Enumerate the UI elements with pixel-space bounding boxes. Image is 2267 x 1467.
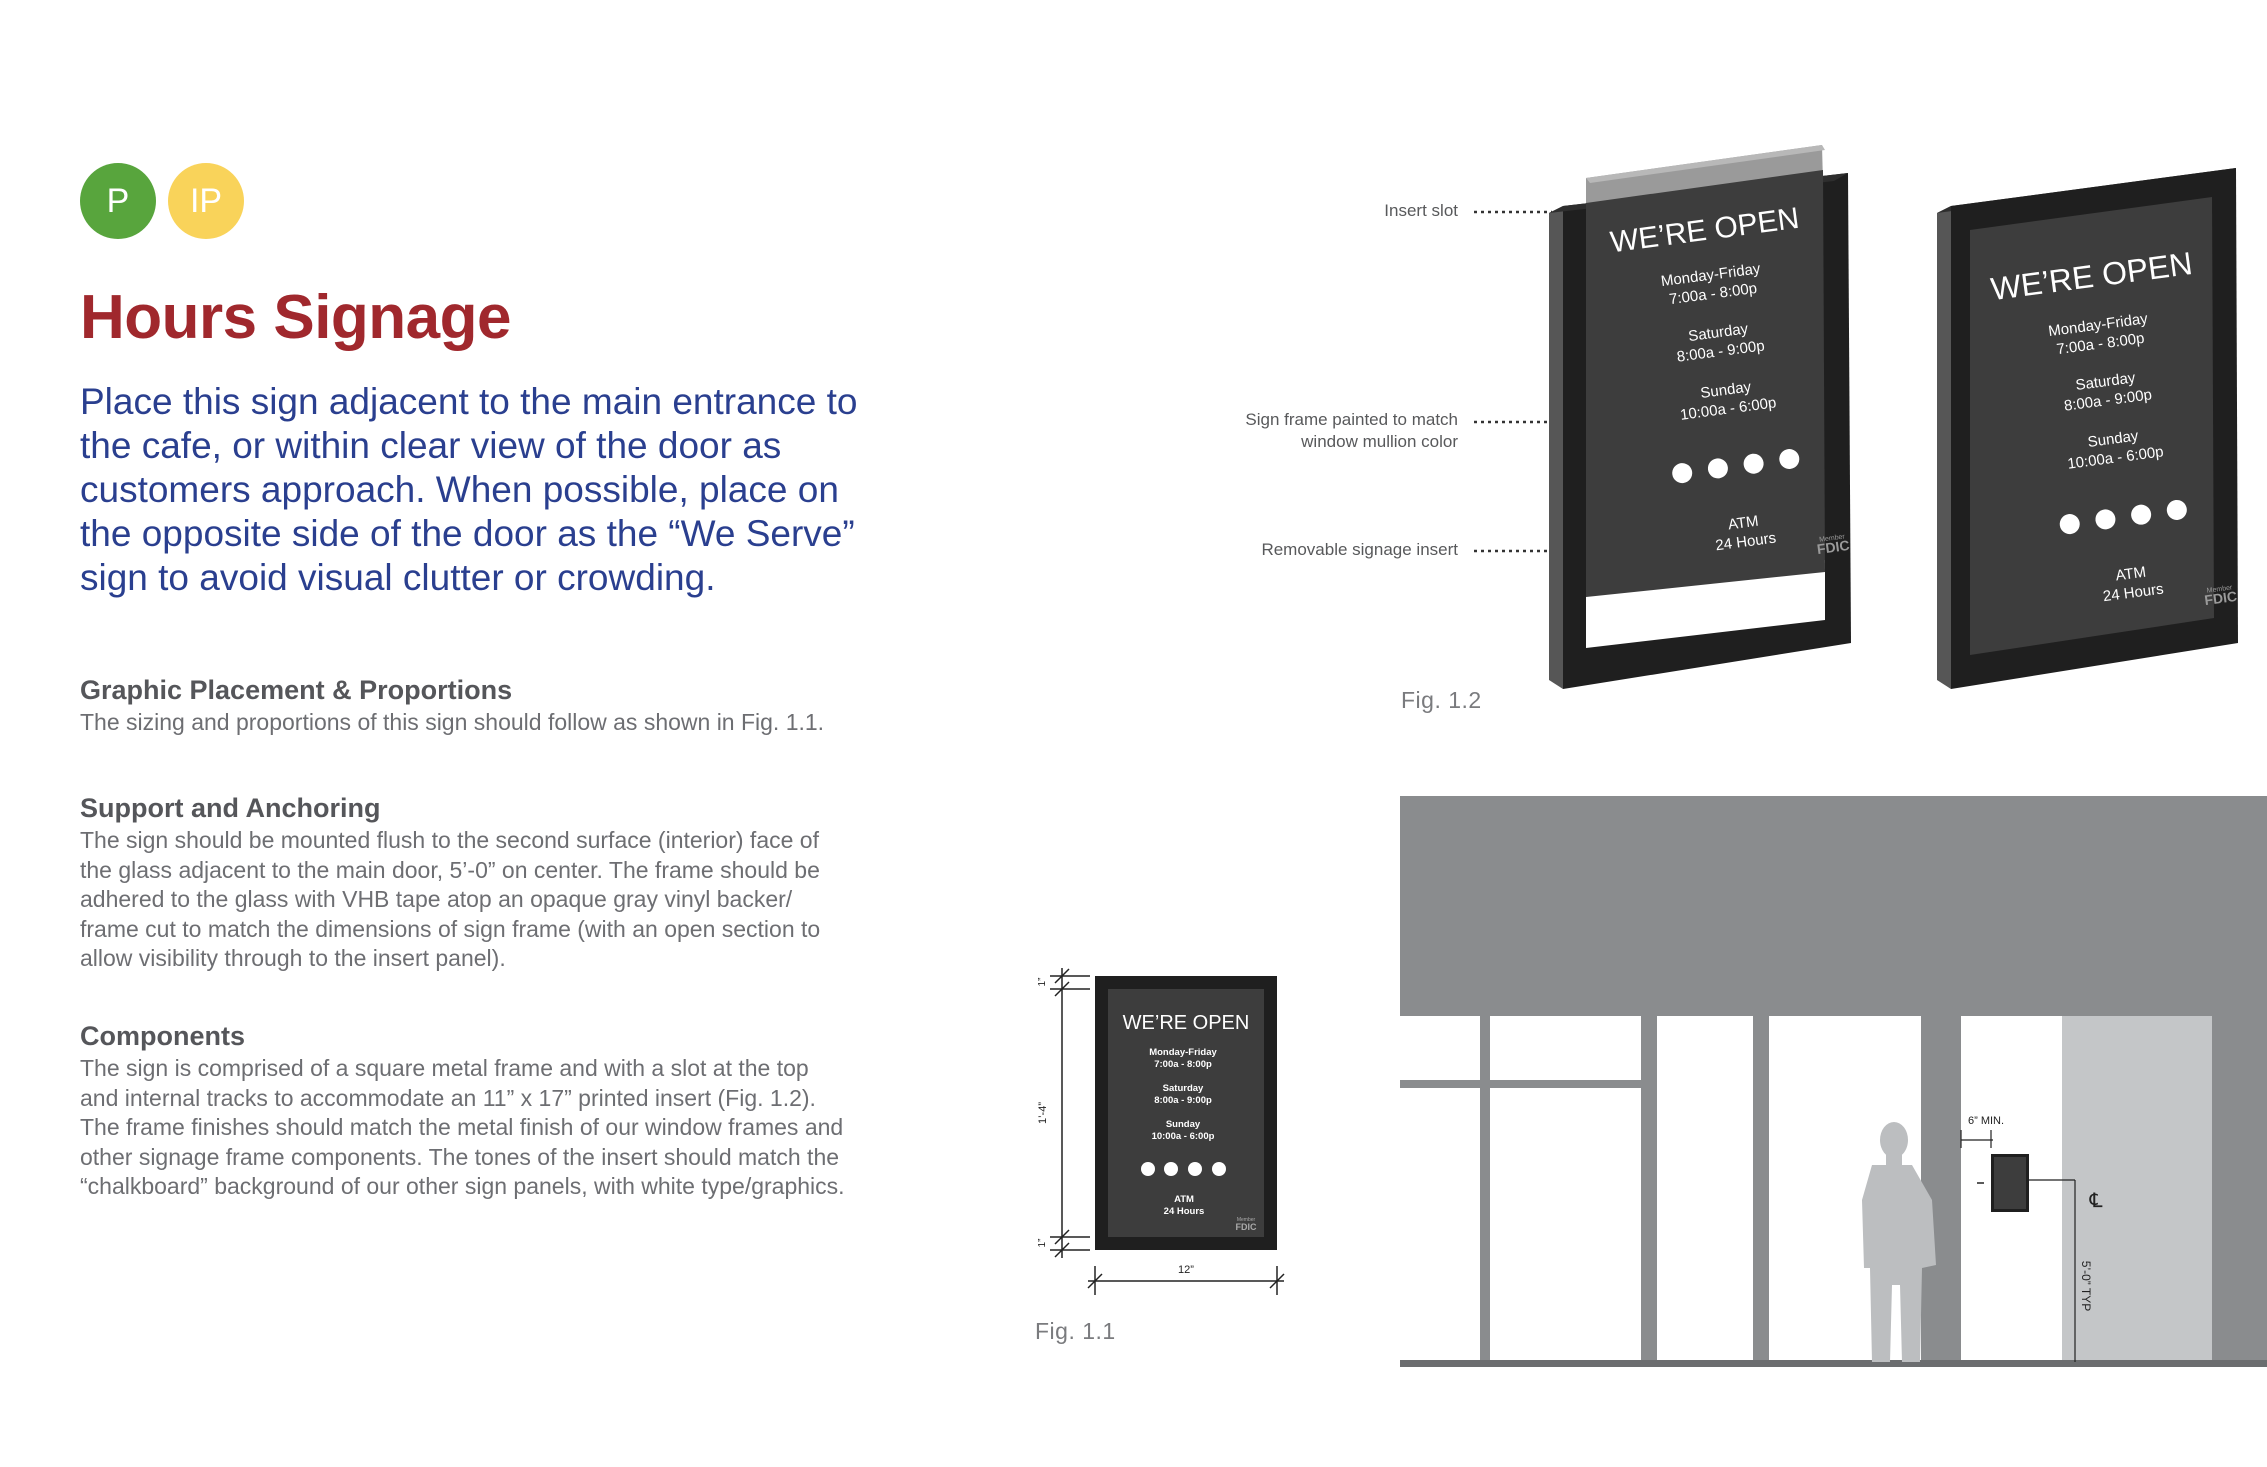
section-components: Components The sign is comprised of a sq… xyxy=(80,1021,850,1202)
mullion xyxy=(1641,1016,1657,1362)
badge-p-label: P xyxy=(106,181,130,220)
dot xyxy=(1188,1162,1202,1176)
frame-side xyxy=(1549,206,1563,689)
removable-insert-panel xyxy=(1586,170,1825,597)
dim-tick xyxy=(1054,968,1070,984)
sign-mf-hours: 7:00a - 8:00p xyxy=(1154,1059,1212,1070)
callout-removable-insert: Removable signage insert xyxy=(1261,540,1458,559)
callout-insert-slot: Insert slot xyxy=(1384,201,1458,220)
person-body xyxy=(1862,1165,1936,1362)
callout-frame-color: Sign frame painted to match window mulli… xyxy=(1150,409,1458,453)
mullion xyxy=(1480,1016,1490,1362)
section-heading: Graphic Placement & Proportions xyxy=(80,675,513,705)
wall-right xyxy=(2212,1016,2267,1362)
section-support-anchoring: Support and Anchoring The sign should be… xyxy=(80,793,840,974)
person-head xyxy=(1880,1122,1908,1158)
dim-tick xyxy=(1087,1273,1103,1289)
dim-tick xyxy=(1054,981,1070,997)
dot xyxy=(2166,499,2187,520)
badge-ip: IP xyxy=(168,163,244,239)
dot xyxy=(1672,463,1693,484)
insert-panel xyxy=(1970,197,2214,655)
dot xyxy=(1141,1162,1155,1176)
insert-slot-card xyxy=(1586,145,1823,210)
section-body: The sign is comprised of a square metal … xyxy=(80,1055,845,1199)
sign-sat-label: Saturday xyxy=(1163,1083,1204,1094)
mullion xyxy=(1753,1016,1769,1362)
page-title: Hours Signage xyxy=(80,283,512,352)
fdic-small: Member xyxy=(1237,1217,1256,1223)
floor-line xyxy=(1400,1360,2267,1367)
transom-bar xyxy=(1400,1080,1641,1088)
sign-atm-label: ATM xyxy=(1174,1194,1194,1205)
sign-heading: WE’RE OPEN xyxy=(1123,1012,1250,1034)
dot xyxy=(1743,453,1764,474)
sign-sun-label: Sunday xyxy=(1699,378,1752,402)
dot xyxy=(1164,1162,1178,1176)
mullion xyxy=(1921,1016,1961,1362)
elevation-sign-insert xyxy=(1994,1157,2026,1209)
fig-1-2-label: Fig. 1.2 xyxy=(1401,687,1482,713)
sign-atm-hours: 24 Hours xyxy=(1164,1206,1205,1217)
fdic-small: Member xyxy=(2206,584,2233,594)
fascia xyxy=(1400,796,2267,1016)
intro-paragraph: Place this sign adjacent to the main ent… xyxy=(80,381,858,598)
height-dim-label: 5’-0” TYP xyxy=(2079,1261,2093,1311)
centerline-symbol: ℄ xyxy=(2089,1190,2103,1212)
storefront-elevation: 6” MIN. ℄ 5’-0” TYP xyxy=(1400,796,2267,1367)
dim-tick xyxy=(1054,1229,1070,1245)
sign-atm-label: ATM xyxy=(2115,564,2148,585)
fig-1-2-right-sign xyxy=(1937,168,2238,689)
sign-sat-hours: 8:00a - 9:00p xyxy=(1154,1095,1212,1106)
section-heading: Components xyxy=(80,1021,245,1051)
insert-slot-card-top xyxy=(1586,145,1825,183)
section-heading: Support and Anchoring xyxy=(80,793,381,823)
fig-1-1-label: Fig. 1.1 xyxy=(1035,1318,1116,1344)
min-dim-label: 6” MIN. xyxy=(1968,1115,2004,1127)
dot xyxy=(1212,1162,1226,1176)
sign-sun-label: Sunday xyxy=(2087,427,2140,451)
dot xyxy=(1707,458,1728,479)
sign-mf-label: Monday-Friday xyxy=(1149,1047,1217,1058)
section-body: The sign should be mounted flush to the … xyxy=(80,827,821,971)
dim-tick xyxy=(1269,1273,1285,1289)
fig-1-2-left-sign xyxy=(1549,145,1851,689)
dim-width-label: 12” xyxy=(1178,1264,1194,1276)
sign-sun-label: Sunday xyxy=(1166,1119,1201,1130)
dot xyxy=(2095,509,2116,530)
dot xyxy=(2131,504,2152,525)
dim-bottom-label: 1” xyxy=(1037,1239,1048,1248)
dot xyxy=(1779,449,1800,470)
badge-ip-label: IP xyxy=(189,181,223,220)
callout-frame-line1: Sign frame painted to match xyxy=(1245,410,1458,429)
sign-atm-label: ATM xyxy=(1727,513,1760,534)
dim-top-label: 1” xyxy=(1037,978,1048,987)
right-wall-panel xyxy=(2062,1016,2212,1362)
callout-frame-line2: window mullion color xyxy=(1301,432,1458,451)
fig-1-1-drawing: WE’RE OPEN Monday-Friday 7:00a - 8:00p S… xyxy=(1037,968,1285,1295)
fdic-small: Member xyxy=(1819,533,1846,543)
sign-insert xyxy=(1108,989,1264,1237)
dim-height-label: 1’-4” xyxy=(1037,1102,1049,1124)
dot xyxy=(2059,514,2080,535)
section-body: The sizing and proportions of this sign … xyxy=(80,709,825,735)
dim-tick xyxy=(1054,1242,1070,1258)
frame-side xyxy=(1937,206,1951,689)
badge-p: P xyxy=(80,163,156,239)
fdic-logo: FDIC xyxy=(1816,537,1850,557)
fdic-logo: FDIC xyxy=(2203,588,2237,608)
person-silhouette xyxy=(1862,1122,1936,1362)
sign-sun-hours: 10:00a - 6:00p xyxy=(1152,1131,1215,1142)
sign-text: WE’RE OPEN Monday-Friday 7:00a - 8:00p S… xyxy=(1123,1012,1257,1232)
section-graphic-placement: Graphic Placement & Proportions The sizi… xyxy=(80,675,840,738)
fdic-logo: FDIC xyxy=(1236,1222,1257,1232)
person-neck xyxy=(1886,1154,1902,1168)
